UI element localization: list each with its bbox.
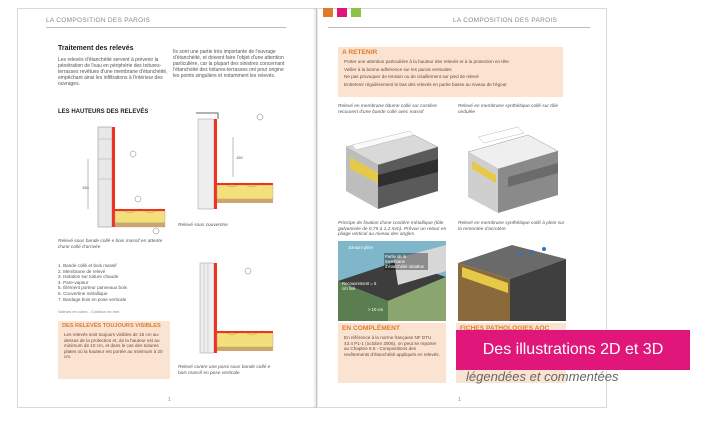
running-head-rule-right xyxy=(328,27,590,28)
running-head-left: LA COMPOSITION DES PAROIS xyxy=(46,17,151,24)
legend-item: 6. Couvertine métallique xyxy=(58,290,108,296)
tab-pink xyxy=(337,8,347,17)
section-heading: Traitement des relevés xyxy=(58,45,134,52)
retenir-item: Porter une attention particulière à la h… xyxy=(344,59,509,64)
legend-item: 1. Bande collé et bois massif xyxy=(58,263,117,268)
retenir-item: Veiller à la bonne adhérence sur les par… xyxy=(344,66,452,72)
box-a-retenir: A RETENIR Porter une attention particuli… xyxy=(338,47,563,97)
caption-mid-right: Relevé en membrane synthétique collé à p… xyxy=(458,221,565,232)
caption-top-left: Relevé en membrane bitume collé sur cost… xyxy=(338,104,437,115)
retenir-item: Ne pas provoquer de tension ou de cisail… xyxy=(344,74,479,80)
promo-banner: Des illustrations 2D et 3D xyxy=(456,330,690,370)
figure-releve-bande-collee: 150 xyxy=(58,119,170,237)
color-tabs xyxy=(323,8,361,17)
caption-mid-left: Principe de fixation d'une costière méta… xyxy=(338,221,447,238)
legend-item: 2. Membrane de relevé xyxy=(58,268,106,274)
fiches-title: FICHES PATHOLOGIES AQC xyxy=(460,325,550,332)
figure1-caption: Relevé sous bande collé e bois massif en… xyxy=(58,239,163,250)
page-number-left: 1 xyxy=(168,397,171,403)
illustration-synthetique-tole xyxy=(458,117,566,217)
fixation-costiere-drawing xyxy=(338,245,446,321)
retenir-title: A RETENIR xyxy=(342,49,378,56)
figure-releve-couvertine: 150 xyxy=(178,107,278,222)
tab-green xyxy=(351,8,361,17)
legend-item: 3. Isolation sur toiture chaude xyxy=(58,274,119,280)
illustration-acrotere xyxy=(458,241,566,321)
caption-top-right: Relevé en membrane synthétique collé sur… xyxy=(458,104,558,115)
box-text: Les relevés sont toujours visibles de 15… xyxy=(64,332,163,360)
intro-text: Les relevés d'étanchéité servent à préve… xyxy=(58,57,168,88)
page-number-right: 1 xyxy=(458,397,461,403)
complement-title: EN COMPLÉMENT xyxy=(342,325,400,332)
svg-text:150: 150 xyxy=(82,185,89,190)
overlay-label-a: Jointure pliée xyxy=(348,245,373,250)
complement-text: En référence à la norme française NF DTU… xyxy=(344,335,440,357)
promo-subtitle: légendées et commentées xyxy=(466,369,619,384)
svg-text:150: 150 xyxy=(236,155,243,160)
figure2-caption: Relevé sous couvertine xyxy=(178,223,228,228)
illustration-bitume-costiere xyxy=(338,117,446,217)
overlay-label-d: > 10 cm xyxy=(368,307,384,312)
legend-item: 7. Bardage bois en pose verticale xyxy=(58,296,127,302)
running-head-right: LA COMPOSITION DES PAROIS xyxy=(453,17,558,24)
overlay-label-c: Recouvrement = 5 cm fixé xyxy=(342,281,377,291)
box-releves-visibles: DES RELEVÉS TOUJOURS VISIBLES Les relevé… xyxy=(58,321,170,379)
legend-item: 5. Élément porteur panneaux bois xyxy=(58,285,127,291)
left-page: LA COMPOSITION DES PAROIS Traitement des… xyxy=(17,8,317,408)
retenir-item: Entretenir régulièrement le bas des rele… xyxy=(344,81,507,87)
illustration-fixation-costiere: Jointure pliée Partie de la membrane d'é… xyxy=(338,241,446,321)
figure-releve-paroi-bardage xyxy=(178,257,278,367)
intro-text-col2: Ils sont une partie très importante de l… xyxy=(173,49,285,80)
running-head-rule-left xyxy=(46,27,286,28)
legend-item: 4. Pare-vapeur xyxy=(58,279,89,285)
figure3-caption: Relevé contre une paroi sous bande collé… xyxy=(178,365,271,376)
legend-note: Valeurs en cotes - Cotation en mm xyxy=(58,309,120,314)
subheading-heights: LES HAUTEURS DES RELEVÉS xyxy=(58,109,149,115)
box-en-complement: EN COMPLÉMENT En référence à la norme fr… xyxy=(338,323,446,383)
overlay-label-b: Partie de la membrane d'étanchéité rabat… xyxy=(384,253,428,270)
tab-orange xyxy=(323,8,333,17)
box-title: DES RELEVÉS TOUJOURS VISIBLES xyxy=(62,323,161,329)
legend-list: 1. Bande collé et bois massif 2. Membran… xyxy=(58,263,168,302)
